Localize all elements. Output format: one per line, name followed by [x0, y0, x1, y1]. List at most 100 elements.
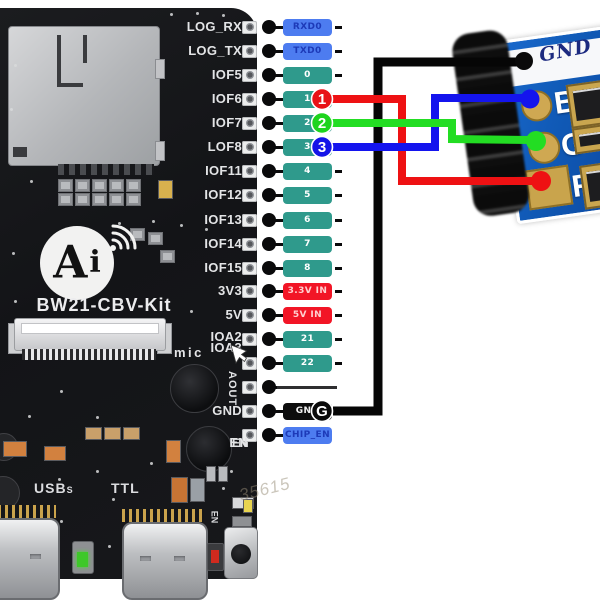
smd-pad — [58, 193, 73, 206]
port-dimple — [30, 554, 41, 559]
green-led — [72, 541, 94, 574]
pin-dot — [262, 44, 276, 58]
smd-component — [158, 180, 173, 199]
pin-label-5v-in: 5V IN — [283, 306, 332, 324]
smd-component — [232, 516, 252, 527]
pin-link — [275, 409, 284, 413]
pin-link — [275, 169, 284, 173]
via — [96, 470, 99, 473]
via — [180, 224, 183, 227]
via — [222, 487, 225, 490]
smd-component — [218, 466, 228, 482]
via — [150, 462, 153, 465]
pin-tick — [335, 289, 342, 293]
wire-marker-1 — [310, 87, 334, 111]
logo-letter-i: i — [89, 245, 101, 280]
smd-component — [206, 466, 216, 482]
en-button — [224, 527, 258, 579]
pin-tick — [335, 242, 342, 246]
pin-tick — [335, 121, 342, 125]
smd-component — [44, 446, 66, 461]
smd-pad — [92, 179, 107, 192]
sd-slot-spring-cut — [57, 83, 83, 87]
board-name-label: BW21-CBV-Kit — [36, 295, 172, 315]
smd-led — [243, 499, 253, 513]
pin-dot — [262, 261, 276, 275]
pin-tick — [335, 97, 342, 101]
via — [118, 222, 121, 225]
pin-label-1: 1 — [283, 90, 332, 108]
pin-dot — [262, 237, 276, 251]
pin-link — [275, 145, 284, 149]
ttl-port-label: TTL — [111, 480, 140, 496]
pin-label-chip-en: CHIP_EN — [283, 426, 332, 444]
pin-tick — [335, 337, 342, 341]
sd-slot-spring-cut — [57, 35, 61, 87]
wifi-icon — [110, 224, 137, 251]
sd-slot-tab — [155, 59, 165, 79]
pin-dot — [262, 380, 276, 394]
wire-marker-text: 2 — [318, 115, 326, 132]
usb-sub-label: S — [66, 485, 74, 495]
pin-dot — [262, 140, 276, 154]
module-resistor — [565, 78, 600, 129]
pin-label-22: 22 — [283, 354, 332, 372]
smd-component — [123, 427, 140, 440]
via — [30, 180, 33, 183]
smd-pad — [148, 232, 163, 245]
fpc-connector-pins — [22, 349, 156, 360]
pin-label-7: 7 — [283, 235, 332, 253]
sd-slot-spring-cut — [83, 35, 87, 63]
smd-pad — [75, 193, 90, 206]
pin-tick — [335, 218, 342, 222]
pin-label-6: 6 — [283, 211, 332, 229]
via — [120, 300, 123, 303]
pin-label-21: 21 — [283, 330, 332, 348]
pin-link — [275, 73, 284, 77]
smd-pad — [109, 193, 124, 206]
smd-component — [104, 427, 121, 440]
pin-dot — [262, 404, 276, 418]
smd-component — [190, 478, 205, 502]
pin-link — [275, 25, 284, 29]
pin-link — [275, 218, 284, 222]
via — [28, 415, 31, 418]
pin-label-4: 4 — [283, 162, 332, 180]
smd-pad — [75, 179, 90, 192]
module-resistor — [571, 122, 600, 155]
pin-label-8: 8 — [283, 259, 332, 277]
via — [14, 64, 17, 67]
pin-tick — [335, 73, 342, 77]
mic-label: mic — [174, 345, 204, 360]
via — [108, 545, 111, 548]
via — [10, 108, 13, 111]
sd-slot-tab — [155, 141, 165, 161]
en-button-label: EN — [209, 510, 220, 524]
pin-link — [275, 289, 284, 293]
pin-dot — [262, 188, 276, 202]
module-pad-g — [526, 129, 563, 166]
pin-dot — [262, 92, 276, 106]
smd-pad — [92, 193, 107, 206]
port-dimple — [140, 556, 151, 561]
wire-marker-text: G — [316, 403, 328, 420]
microphone — [170, 364, 219, 413]
smd-component — [85, 427, 102, 440]
logo-letter-a: A — [53, 236, 88, 289]
resistor-body — [586, 167, 600, 202]
pin-tick — [335, 266, 342, 270]
smd-pad — [109, 179, 124, 192]
usb-port-label: USBS — [34, 480, 74, 496]
usb-c-port-usb — [0, 518, 60, 600]
via — [230, 470, 233, 473]
pin-dot — [262, 356, 276, 370]
pin-label-0: 0 — [283, 66, 332, 84]
usb-port-pins — [0, 505, 56, 518]
pin-tick — [335, 145, 342, 149]
pin-dot — [262, 428, 276, 442]
via — [60, 520, 63, 523]
via — [96, 416, 99, 419]
module-pad-r — [524, 164, 574, 211]
pin-link — [275, 337, 284, 341]
